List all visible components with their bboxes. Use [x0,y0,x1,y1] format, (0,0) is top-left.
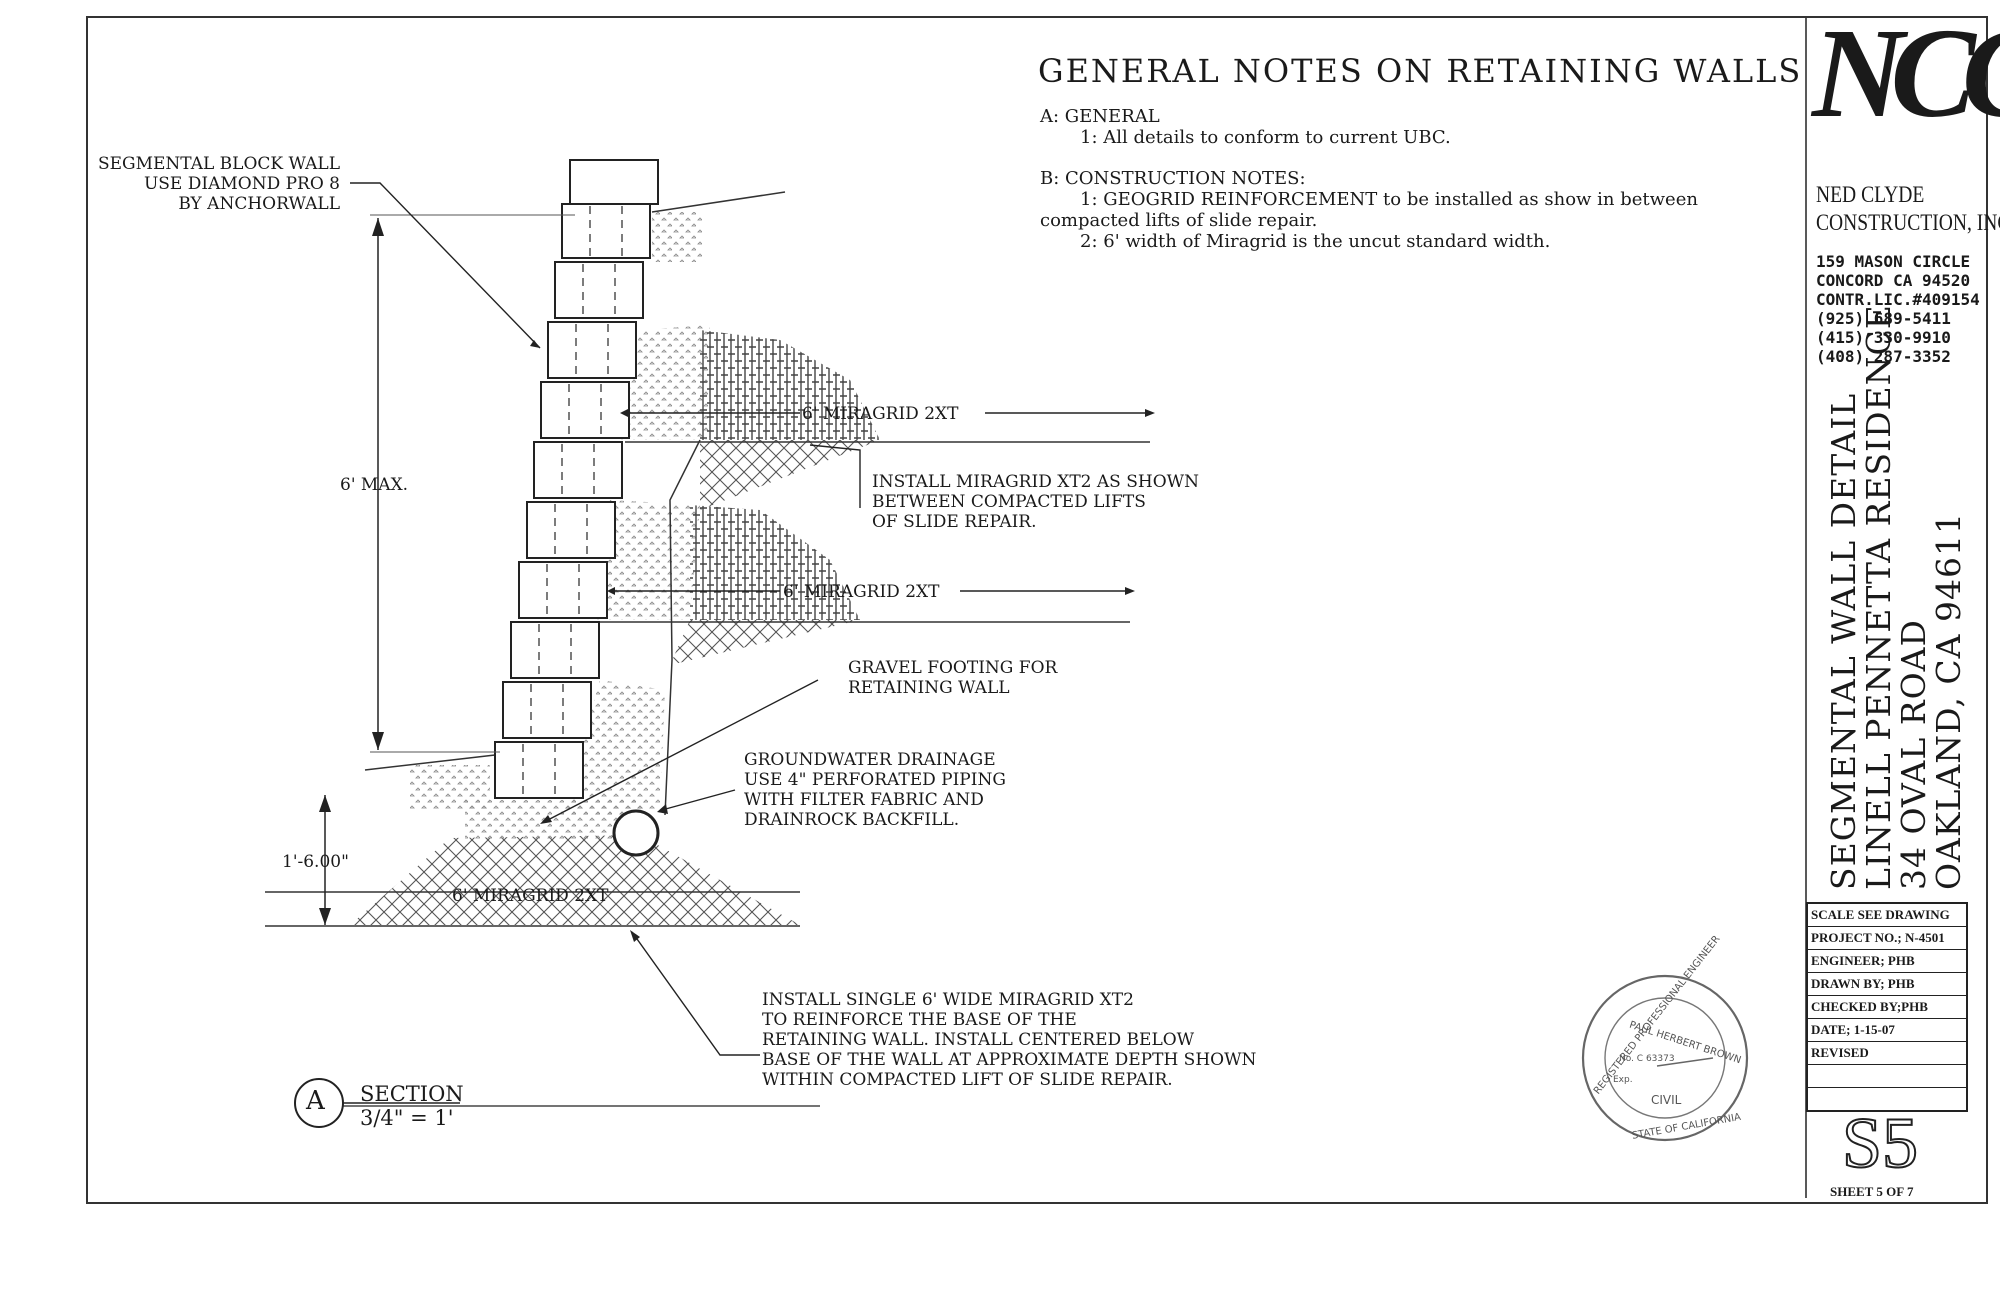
drawing-title-line1: SEGMENTAL WALL DETAIL [1824,392,1863,890]
note-b1-line1: 1: GEOGRID REINFORCEMENT to be installed… [1080,189,1698,210]
drain-pipe [612,809,660,857]
note-b2: 2: 6' width of Miragrid is the uncut sta… [1080,231,1551,252]
stamp-exp-text: Exp. [1613,1075,1633,1085]
leader-gravel-footing [543,679,819,823]
gravel-backfill-middle [590,500,700,620]
notes-title: GENERAL NOTES ON RETAINING WALLS [1038,52,1803,90]
wall-blocks [494,159,659,799]
sheet-label: SHEET 5 OF 7 [1830,1184,1914,1199]
drawing-title-line2: LINELL PENNETTA RESIDENCE [1859,304,1898,890]
note-b1-line2: compacted lifts of slide repair. [1040,210,1318,231]
titleblock-row-drawn: DRAWN BY; PHB [1808,973,1966,996]
pe-stamp: No. C 63373 Exp. CIVIL PAUL HERBERT BROW… [1581,934,1749,1142]
titleblock-row-engineer: ENGINEER; PHB [1808,950,1966,973]
label-miragrid-middle: 6' MIRAGRID 2XT [783,582,940,602]
label-miragrid-base: 6' MIRAGRID 2XT [452,886,609,906]
label-max-height: 6' MAX. [340,475,409,495]
label-footing-depth: 1'-6.00" [282,852,349,872]
titleblock-row-date: DATE; 1-15-07 [1808,1019,1966,1042]
leader-install-xt2 [809,444,861,508]
section-letter: A [306,1086,325,1116]
company-name-line1: NED CLYDE [1816,182,1925,207]
titleblock-row-scale: SCALE SEE DRAWING [1808,904,1966,927]
company-name-line2: CONSTRUCTION, INC. [1816,210,2000,235]
wall-block-cores [522,206,623,796]
section-scale: 3/4" = 1' [360,1106,454,1130]
geogrid-slope-upper [700,440,880,510]
sheet-number: S5 [1841,1103,1919,1183]
drawing-title-line3: 34 OVAL ROAD [1894,619,1933,890]
gravel-backfill-upper [620,325,710,440]
titleblock-row-checked: CHECKED BY;PHB [1808,996,1966,1019]
gravel-backfill-lower [560,680,665,820]
leader-groundwater [661,789,736,811]
stamp-discipline-text: CIVIL [1651,1093,1682,1107]
base-geogrid-mound [350,835,800,925]
titleblock-row-revised: REVISED [1808,1042,1966,1065]
stamp-number-text: No. C 63373 [1619,1054,1675,1064]
titleblock-info-table: SCALE SEE DRAWING PROJECT NO.; N-4501 EN… [1806,902,1968,1112]
geogrid-slope-middle [670,620,860,665]
leader-install-single [631,931,760,1056]
gravel-fill-top [652,212,702,262]
stamp-registered-text: REGISTERED PROFESSIONAL ENGINEER [1592,934,1723,1097]
upper-slope-line [651,191,786,213]
lower-slope-line [364,754,496,771]
drawing-title-line4: OAKLAND, CA 94611 [1929,512,1968,890]
company-logo: NCC [1812,2,2000,144]
drawing-border [86,16,1988,1204]
leader-block-wall [350,182,541,349]
note-section-b: B: CONSTRUCTION NOTES: [1040,168,1306,189]
note-section-a: A: GENERAL [1040,106,1160,127]
label-miragrid-upper: 6' MIRAGRID 2XT [802,404,959,424]
titleblock-row-project: PROJECT NO.; N-4501 [1808,927,1966,950]
section-word: SECTION [360,1082,464,1106]
drawing-title-block: SEGMENTAL WALL DETAIL LINELL PENNETTA RE… [1824,304,1968,890]
slide-repair-boundary [664,439,701,816]
note-a1: 1: All details to conform to current UBC… [1080,127,1451,148]
geogrid-wedge-middle [690,505,860,620]
titleblock-row-blank1 [1808,1065,1966,1088]
